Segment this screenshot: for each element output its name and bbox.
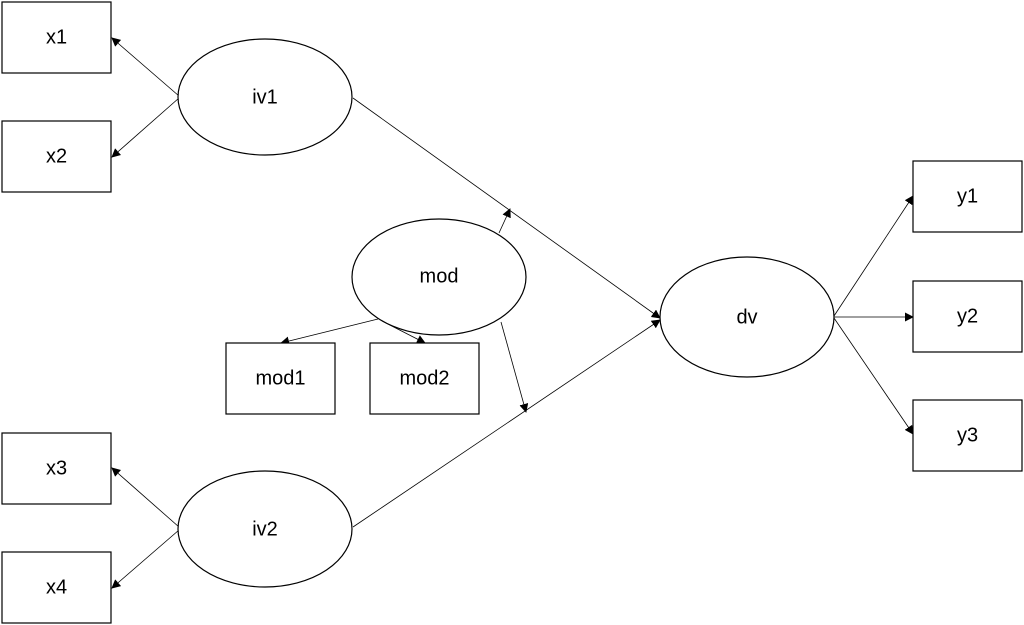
node-y2-label: y2 [957,305,978,327]
node-y2: y2 [912,280,1023,353]
node-x2-label: x2 [46,145,67,167]
node-mod1-label: mod1 [255,367,305,389]
edge-dv-y1 [833,195,914,317]
edge-iv1-x1 [111,37,180,97]
node-iv1: iv1 [177,38,353,156]
node-y3-label: y3 [957,424,978,446]
node-iv1-label: iv1 [252,86,278,108]
node-dv: dv [659,256,835,378]
edge-iv2-x4 [111,529,180,589]
edge-iv2-dv [352,319,661,528]
node-x3: x3 [1,432,112,505]
node-mod2-label: mod2 [399,367,449,389]
node-dv-label: dv [736,306,757,328]
edge-mod-iv1dv [498,208,511,234]
node-x2: x2 [1,120,112,193]
node-x1: x1 [1,1,112,74]
node-x4: x4 [1,551,112,624]
node-y3: y3 [912,399,1023,472]
node-x4-label: x4 [46,576,67,598]
node-iv2: iv2 [177,470,353,588]
node-iv2-label: iv2 [252,518,278,540]
node-mod1: mod1 [225,342,336,415]
node-mod2: mod2 [369,342,480,415]
edge-mod-mod1 [280,318,379,346]
edge-iv2-x3 [111,467,180,528]
node-x3-label: x3 [46,457,67,479]
node-x1-label: x1 [46,26,67,48]
node-mod-label: mod [420,265,459,287]
edge-iv1-dv [352,97,661,319]
node-y1-label: y1 [957,185,978,207]
node-y1: y1 [912,160,1023,233]
edge-dv-y3 [833,317,914,435]
edge-mod-iv2dv [500,321,529,413]
node-mod: mod [351,218,527,336]
edge-iv1-x2 [111,97,180,158]
